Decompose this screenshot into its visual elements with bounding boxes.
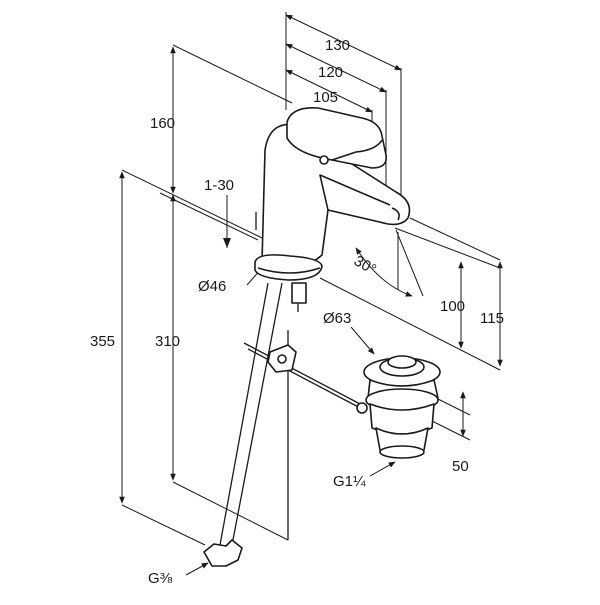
label-dia-63: Ø63 <box>323 310 351 327</box>
label-160: 160 <box>150 115 175 132</box>
angle-ray-30 <box>395 229 424 297</box>
rod-clamp-screw <box>277 354 287 364</box>
label-angle-30: 30° <box>351 252 379 278</box>
label-130: 130 <box>325 37 350 54</box>
ext-line-355-top <box>121 169 263 239</box>
ext-line-130-lower <box>409 217 501 261</box>
left-dimension-group: 160 355 310 <box>90 44 293 546</box>
label-100: 100 <box>440 298 465 315</box>
base-dimension-group: 1-30 Ø46 <box>198 177 263 295</box>
label-1-30: 1-30 <box>204 177 234 194</box>
ext-line-115-top <box>394 227 501 269</box>
label-310: 310 <box>155 333 180 350</box>
leader-g1-1-4 <box>369 461 396 477</box>
faucet-body <box>254 106 411 312</box>
lever-indicator <box>319 155 329 165</box>
spout-edge <box>319 174 391 211</box>
inlet-fitting-g3-8 <box>203 539 243 567</box>
supply-hose-left <box>219 282 269 546</box>
label-g3-8: G⅜ <box>148 570 173 587</box>
ext-line-310-top <box>159 192 259 241</box>
drain-dimension-group: Ø63 50 G1¼ <box>323 310 471 490</box>
dim-line-105 <box>285 69 373 113</box>
aerator-outlet <box>391 207 400 221</box>
label-50: 50 <box>452 458 469 475</box>
label-g1-1-4: G1¼ <box>333 473 366 490</box>
label-105: 105 <box>313 89 338 106</box>
lever-handle <box>286 106 388 169</box>
angle-arc-30 <box>355 247 413 297</box>
leader-dia-63 <box>350 326 375 355</box>
lever-handle-edge <box>331 139 383 161</box>
leader-g3-8 <box>185 562 209 576</box>
right-dimension-group: 100 115 30° <box>319 217 504 371</box>
pull-rod-upper <box>243 342 363 406</box>
top-dimension-group: 130 120 105 <box>285 12 402 205</box>
base-ring-edge <box>257 267 321 274</box>
label-dia-46: Ø46 <box>198 278 226 295</box>
inlet-dimension-group: G⅜ <box>148 562 209 587</box>
ext-line-355-bottom <box>121 504 206 546</box>
pull-rod-lower <box>247 348 367 412</box>
popup-waste-assembly <box>356 355 441 459</box>
pull-rod-pivot <box>356 402 368 414</box>
supply-hose-assembly <box>203 282 367 567</box>
label-120: 120 <box>318 64 343 81</box>
base-ring <box>254 254 323 281</box>
drain-plug-top <box>387 355 417 369</box>
mounting-stud <box>291 282 307 304</box>
label-355: 355 <box>90 333 115 350</box>
label-115: 115 <box>480 310 504 327</box>
arrow-1-30 <box>223 238 231 248</box>
ext-line-310-bottom <box>172 481 289 541</box>
supply-hose-right <box>231 282 283 546</box>
drain-outlet <box>379 445 425 459</box>
ext-line-160-top <box>172 44 293 104</box>
ext-line-deck <box>319 277 501 371</box>
